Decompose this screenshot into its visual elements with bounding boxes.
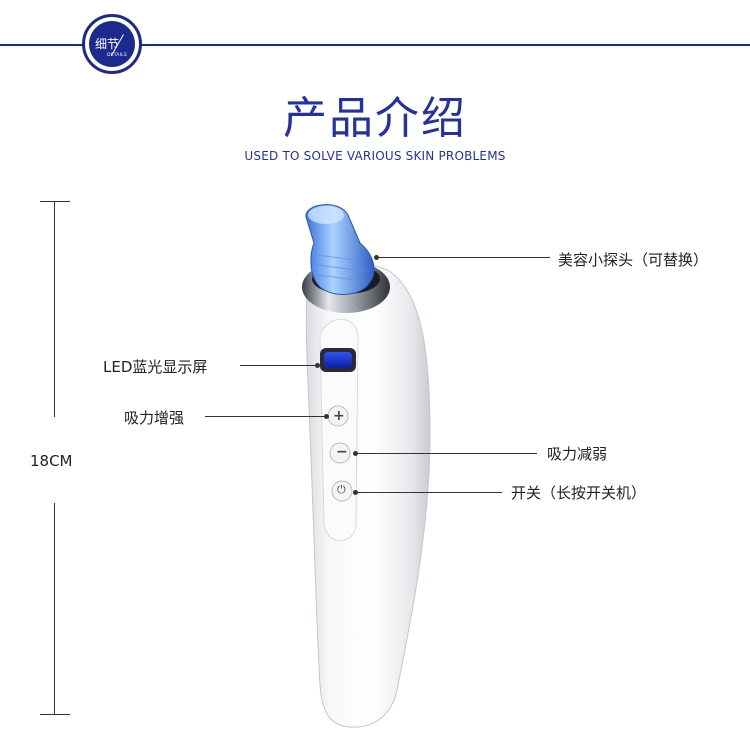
dimension-height-label: 18CM — [30, 452, 73, 470]
suction-up-leader-line — [205, 416, 325, 417]
probe-label: 美容小探头（可替换） — [558, 251, 709, 269]
dimension-tick-top — [40, 201, 70, 202]
led-label: LED蓝光显示屏 — [103, 358, 208, 376]
suction-down-leader-dot — [353, 451, 358, 456]
dimension-tick-bottom — [40, 714, 70, 715]
page-subtitle: USED TO SOLVE VARIOUS SKIN PROBLEMS — [244, 149, 506, 163]
header-divider-line — [0, 44, 750, 46]
dimension-line-top — [54, 201, 55, 417]
suction-down-leader-line — [357, 453, 537, 454]
badge-cn-label: 细节 — [95, 37, 120, 51]
power-icon: ⏻ — [337, 483, 346, 496]
dimension-line-bottom — [54, 503, 55, 715]
probe-top-highlight — [308, 206, 344, 224]
power-leader-line — [357, 492, 502, 493]
badge-en-label: DETAILS — [107, 53, 127, 58]
page-title: 产品介绍 — [283, 93, 467, 144]
suction-up-leader-dot — [324, 414, 329, 419]
plus-icon: + — [333, 408, 345, 424]
minus-button — [329, 442, 351, 464]
probe-ridges — [315, 254, 367, 282]
pore-vacuum-device-illustration — [302, 204, 431, 728]
minus-icon: − — [336, 444, 348, 460]
probe-leader-dot — [374, 255, 379, 260]
suction-down-label: 吸力减弱 — [547, 445, 608, 463]
details-badge: 细节 DETAILS — [82, 14, 142, 74]
led-screen-glow — [324, 352, 352, 368]
power-leader-dot — [353, 490, 358, 495]
probe-leader-line — [378, 257, 550, 258]
details-badge-circle: 细节 DETAILS — [89, 21, 135, 67]
led-leader-line — [240, 365, 316, 366]
suction-up-label: 吸力增强 — [124, 409, 185, 427]
blue-probe-tip — [305, 204, 375, 295]
led-leader-dot — [315, 363, 320, 368]
power-label: 开关（长按开关机） — [511, 484, 647, 502]
power-button — [331, 480, 353, 502]
